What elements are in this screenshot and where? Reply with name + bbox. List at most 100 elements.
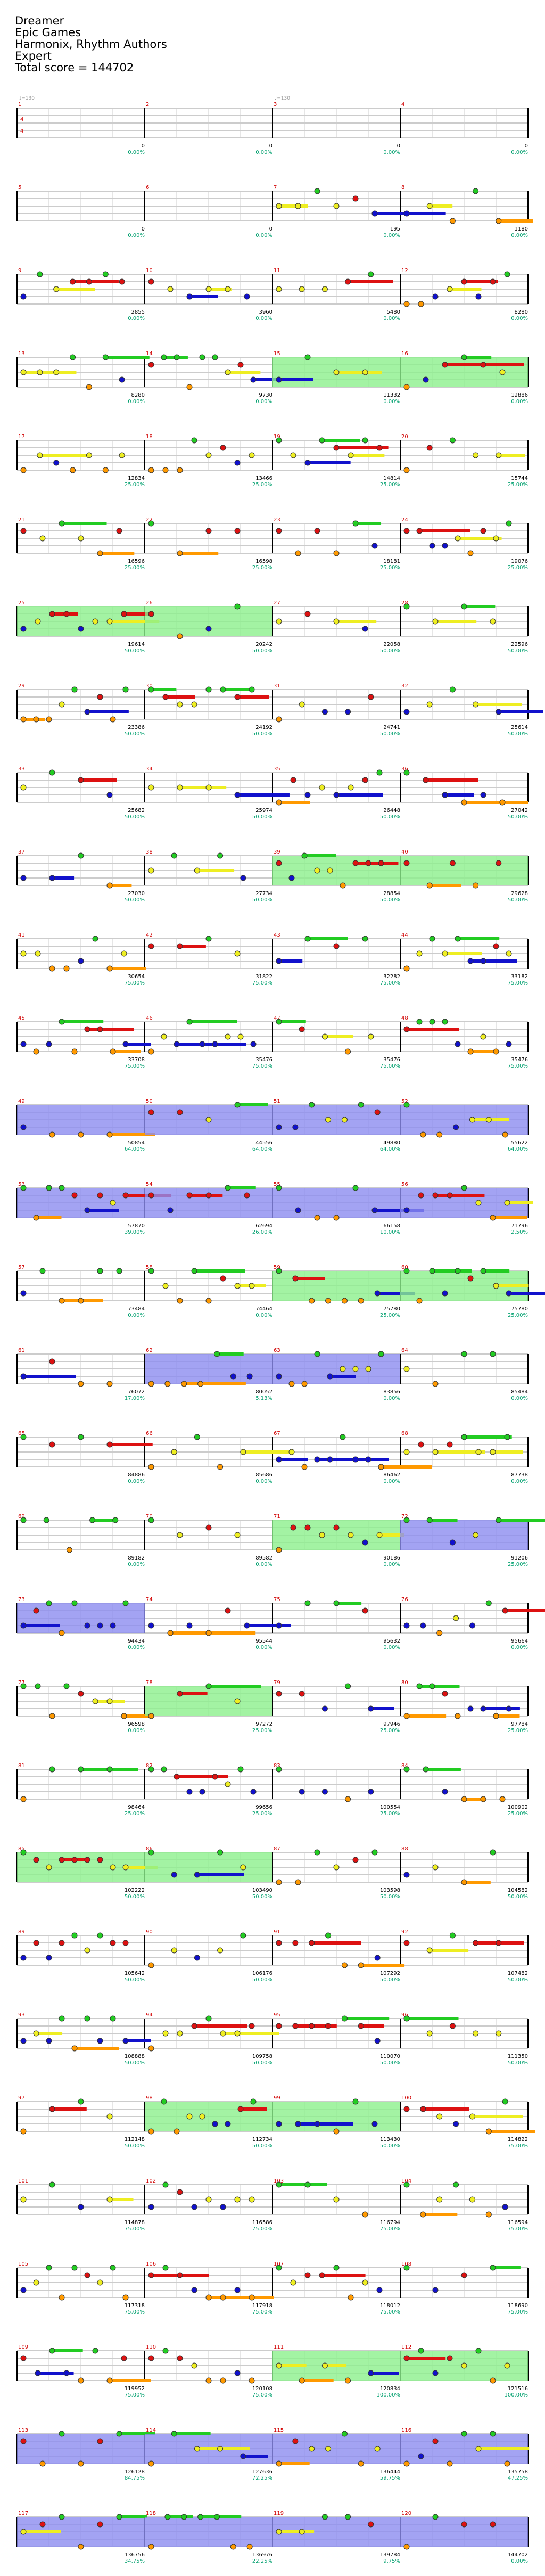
sustain-note xyxy=(247,1624,291,1627)
sustain-note xyxy=(317,1458,364,1461)
note-gem xyxy=(92,936,98,942)
note-gem xyxy=(461,2272,467,2278)
note-gem xyxy=(321,2362,328,2369)
measure-percent: 75.00% xyxy=(380,2309,400,2315)
sustain-note xyxy=(370,1707,394,1710)
note-gem xyxy=(194,2446,200,2452)
note-gem xyxy=(461,2362,467,2369)
sustain-note xyxy=(241,2107,267,2111)
note-gem xyxy=(63,965,70,972)
note-gem xyxy=(205,1192,212,1199)
note-gem xyxy=(46,1041,52,1047)
sustain-note xyxy=(464,801,509,804)
note-gem xyxy=(490,618,496,625)
note-gem xyxy=(177,2189,183,2195)
note-gem xyxy=(78,535,84,542)
note-gem xyxy=(197,1381,204,1387)
note-gem xyxy=(249,452,255,458)
note-gem xyxy=(92,1698,98,1704)
measure-score: 95664 xyxy=(511,1638,528,1644)
note-gem xyxy=(352,1857,359,1863)
measure-score: 84886 xyxy=(128,1472,145,1478)
note-gem xyxy=(321,709,328,715)
sustain-note xyxy=(36,1216,62,1219)
measure-number: 59 xyxy=(274,1265,280,1270)
note-gem xyxy=(97,2038,103,2044)
note-gem xyxy=(92,618,98,625)
note-gem xyxy=(148,1766,154,1773)
note-gem xyxy=(319,437,325,444)
note-gem xyxy=(341,2015,348,2022)
measure-number: 42 xyxy=(146,932,153,938)
note-gem xyxy=(480,1705,486,1712)
note-gem xyxy=(309,1102,315,1108)
note-gem xyxy=(205,2377,212,2384)
note-gem xyxy=(116,528,122,534)
note-gem xyxy=(368,1789,374,1795)
measure-percent: 50.00% xyxy=(508,2060,528,2066)
note-gem xyxy=(276,437,282,444)
measure-percent: 47.25% xyxy=(508,2475,528,2481)
note-gem xyxy=(475,1449,482,1455)
sustain-note xyxy=(423,2107,469,2111)
measure-score: 86462 xyxy=(383,1472,400,1478)
tempo-mark: ♩=130 xyxy=(19,96,35,101)
measure-score: 74464 xyxy=(255,1306,272,1312)
note-gem xyxy=(220,686,226,693)
sustain-note xyxy=(336,793,383,797)
measure-number: 29 xyxy=(18,683,25,689)
sustain-note xyxy=(72,280,119,283)
note-gem xyxy=(20,716,27,723)
note-gem xyxy=(177,2272,183,2278)
note-gem xyxy=(403,301,410,307)
measure-number: 19 xyxy=(274,434,280,440)
note-gem xyxy=(403,1268,410,1274)
note-gem xyxy=(162,694,169,700)
measure-score: 105642 xyxy=(125,1971,145,1976)
note-gem xyxy=(217,2446,224,2452)
sustain-note xyxy=(475,1941,502,1945)
note-gem xyxy=(167,1630,174,1636)
sustain-note xyxy=(194,2024,247,2028)
measure-percent: 50.00% xyxy=(508,814,528,820)
overdrive-section xyxy=(272,2102,400,2131)
measure-score: 12886 xyxy=(511,392,528,398)
measure-score: 66158 xyxy=(383,1223,400,1229)
measure-score: 16596 xyxy=(128,559,145,564)
measure-number: 120 xyxy=(401,2511,411,2516)
sustain-note xyxy=(432,1269,472,1273)
note-gem xyxy=(119,278,125,285)
note-gem xyxy=(341,1117,348,1123)
total-score-value: 144702 xyxy=(91,61,134,74)
note-gem xyxy=(102,271,109,277)
note-gem xyxy=(49,769,55,776)
note-gem xyxy=(205,2294,212,2301)
measure-score: 99656 xyxy=(255,1804,272,1810)
sustain-note xyxy=(81,778,117,782)
note-gem xyxy=(49,1131,55,1138)
note-gem xyxy=(49,965,55,972)
note-gem xyxy=(20,369,27,375)
note-gem xyxy=(148,1962,154,1968)
note-gem xyxy=(333,203,340,209)
note-gem xyxy=(341,1962,348,1968)
sustain-note xyxy=(105,356,150,359)
sustain-note xyxy=(170,1631,207,1635)
measure-percent: 0.00% xyxy=(128,1479,145,1484)
note-gem xyxy=(348,1532,354,1538)
sustain-note xyxy=(110,1768,138,1771)
note-gem xyxy=(461,2521,467,2528)
note-gem xyxy=(475,2446,482,2452)
sustain-note xyxy=(483,1707,520,1710)
measure-number: 52 xyxy=(401,1098,408,1104)
note-gem xyxy=(455,1041,461,1047)
note-gem xyxy=(276,1622,282,1629)
measure-score: 116594 xyxy=(508,2220,528,2226)
note-gem xyxy=(205,784,212,791)
note-gem xyxy=(276,2529,282,2535)
note-gem xyxy=(177,2355,183,2361)
sustain-note xyxy=(23,1624,60,1627)
measure-percent: 50.00% xyxy=(380,2143,400,2149)
sustain-note xyxy=(174,2432,211,2435)
note-gem xyxy=(213,1351,220,1357)
